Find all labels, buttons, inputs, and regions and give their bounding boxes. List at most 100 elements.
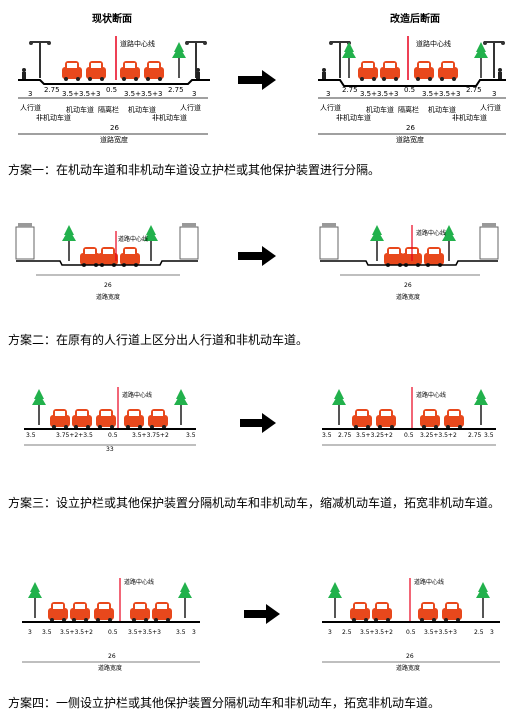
lane-label: 机动车道 xyxy=(66,105,94,114)
car-icon xyxy=(96,409,116,429)
dim-label: 2.75 xyxy=(338,432,352,439)
scheme2-diagram: 道路中心线 26 道路宽度 道路中心线 26 道路宽度 xyxy=(15,223,499,301)
scheme3-diagram: 道路中心线 3.5 3.75+2+3.5 0.5 3.5+3.75+2 3.5 … xyxy=(24,387,496,453)
centerline-label: 道路中心线 xyxy=(124,578,154,586)
transform-arrow-icon xyxy=(240,413,276,433)
lane-label: 人行道 xyxy=(180,103,201,112)
dim-label: 3.5 xyxy=(484,432,494,439)
total-width: 26 xyxy=(404,282,412,289)
width-label: 道路宽度 xyxy=(396,664,420,672)
dim-label: 0.5 xyxy=(106,86,117,94)
dim-label: 3 xyxy=(192,90,196,98)
scheme1-diagram: 现状断面 道路中心线 改造后断面 道路中心线 3 2.75 3.5+3.5+3 … xyxy=(18,12,506,144)
scheme4-diagram: 道路中心线 3 3.5 3.5+3.5+2 0.5 3.5+3.5+3 3.5 … xyxy=(22,578,500,672)
car-icon xyxy=(148,409,168,429)
centerline-label: 道路中心线 xyxy=(414,578,444,586)
tree-icon xyxy=(144,225,158,261)
centerline-label: 道路中心线 xyxy=(416,39,451,48)
total-width: 26 xyxy=(110,124,119,132)
dim-label: 3.5+3.5+2 xyxy=(360,629,393,636)
total-width: 26 xyxy=(108,653,116,660)
width-label: 道路宽度 xyxy=(98,664,122,672)
dim-label: 0.5 xyxy=(108,629,118,636)
dim-label: 2.75 xyxy=(168,86,184,94)
centerline-label: 道路中心线 xyxy=(416,229,446,237)
dim-label: 0.5 xyxy=(404,432,414,439)
centerline-label: 道路中心线 xyxy=(118,235,148,243)
car-icon xyxy=(414,61,434,81)
car-icon xyxy=(62,61,82,81)
dim-label: 2.75 xyxy=(44,86,60,94)
dim-label: 2.75 xyxy=(468,432,482,439)
dim-label: 2.5 xyxy=(342,629,352,636)
tree-icon xyxy=(174,389,188,425)
dim-label: 0.5 xyxy=(404,86,415,94)
tree-icon xyxy=(178,582,192,618)
car-icon xyxy=(86,61,106,81)
dim-label: 3.5+3.5+3 xyxy=(128,629,161,636)
car-icon xyxy=(48,602,68,622)
tree-icon xyxy=(342,42,356,78)
dim-label: 2.5 xyxy=(474,629,484,636)
scheme1-caption: 方案一：在机动车道和非机动车道设立护栏或其他保护装置进行分隔。 xyxy=(8,163,381,177)
car-icon xyxy=(420,409,440,429)
tree-icon xyxy=(62,225,76,261)
car-icon xyxy=(444,409,464,429)
lane-label: 人行道 xyxy=(20,103,41,112)
dim-label: 3.5+3.5+2 xyxy=(60,629,93,636)
lane-label: 人行道 xyxy=(320,103,341,112)
dim-label: 3.5+3.5+3 xyxy=(62,90,100,98)
dim-label: 3.5 xyxy=(322,432,332,439)
lane-label: 机动车道 xyxy=(128,105,156,114)
dim-label: 3.5 xyxy=(176,629,186,636)
car-icon xyxy=(120,61,140,81)
dim-label: 3 xyxy=(328,629,332,636)
lane-label: 机动车道 xyxy=(428,105,456,114)
total-width: 26 xyxy=(104,282,112,289)
car-icon xyxy=(72,409,92,429)
dim-label: 3 xyxy=(192,629,196,636)
dim-label: 3.5+3.5+3 xyxy=(360,90,398,98)
dim-label: 3.5 xyxy=(26,432,36,439)
lane-label: 非机动车道 xyxy=(452,113,487,122)
dim-label: 3.5 xyxy=(186,432,196,439)
dim-label: 3.5+3.5+3 xyxy=(422,90,460,98)
dim-label: 3.5+3.25+2 xyxy=(356,432,393,439)
centerline-label: 道路中心线 xyxy=(416,391,446,399)
pedestrian-icon xyxy=(22,68,26,80)
car-icon xyxy=(50,409,70,429)
car-icon xyxy=(350,602,370,622)
scheme1-after-title: 改造后断面 xyxy=(390,12,440,25)
tree-icon xyxy=(476,582,490,618)
dim-label: 3 xyxy=(492,90,496,98)
car-icon xyxy=(376,409,396,429)
tree-icon xyxy=(332,389,346,425)
car-icon xyxy=(438,61,458,81)
dim-label: 3.5+3.5+3 xyxy=(124,90,162,98)
dim-label: 3 xyxy=(490,629,494,636)
width-label: 道路宽度 xyxy=(396,293,420,301)
width-label: 道路宽度 xyxy=(396,135,424,144)
car-icon xyxy=(380,61,400,81)
car-icon xyxy=(70,602,90,622)
road-surface xyxy=(318,79,506,87)
dim-label: 0.5 xyxy=(108,432,118,439)
pedestrian-icon xyxy=(498,68,502,80)
dim-label: 3.5 xyxy=(42,629,52,636)
scheme4-caption: 方案四：一侧设立护栏或其他保护装置分隔机动车和非机动车，拓宽非机动车道。 xyxy=(8,696,441,710)
car-icon xyxy=(418,602,438,622)
road-surface xyxy=(18,79,210,85)
car-icon xyxy=(94,602,114,622)
car-icon xyxy=(98,247,118,267)
dim-label: 3 xyxy=(326,90,330,98)
dim-label: 2.75 xyxy=(466,86,482,94)
lane-label: 隔离栏 xyxy=(398,105,419,114)
lane-label: 非机动车道 xyxy=(336,113,371,122)
width-label: 道路宽度 xyxy=(96,293,120,301)
transform-arrow-icon xyxy=(244,604,280,624)
tree-icon xyxy=(28,582,42,618)
pedestrian-icon xyxy=(196,68,200,80)
total-width: 26 xyxy=(406,653,414,660)
car-icon xyxy=(124,409,144,429)
car-icon xyxy=(384,247,404,267)
